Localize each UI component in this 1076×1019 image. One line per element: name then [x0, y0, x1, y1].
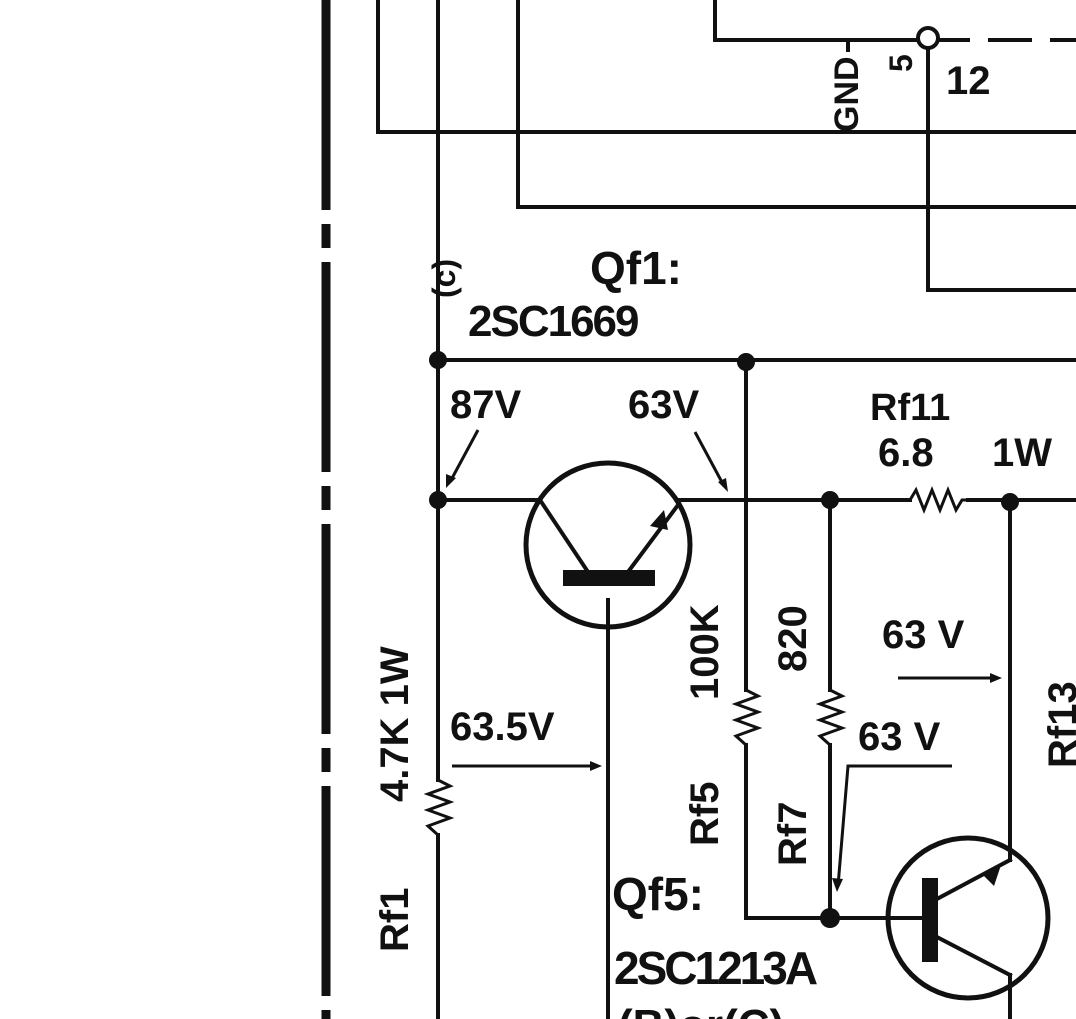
rf5-ref-label: Rf5 — [683, 782, 727, 846]
qf1-emitter-voltage: 63V — [628, 383, 699, 427]
qf5-transistor-symbol — [885, 835, 1051, 1001]
rf1-resistor-symbol — [423, 778, 455, 837]
qf5-ref-label: Qf5: — [612, 868, 704, 920]
rf11-value-label: 6.8 — [878, 431, 934, 475]
rf5-resistor-symbol — [731, 688, 763, 747]
rf1-ref-label: Rf1 — [373, 888, 417, 952]
voltage-pointer-arrows — [446, 429, 1002, 892]
rf5-value-label: 100K — [683, 604, 727, 700]
qf1-ref-label: Qf1: — [590, 242, 682, 294]
rf7-resistor-symbol — [815, 688, 847, 747]
ic-pin-gnd-number: 5 — [883, 54, 919, 72]
ic-pin-12-number: 12 — [946, 59, 991, 103]
qf5-suffix-label: (B)or(C) — [618, 1001, 784, 1019]
ic-pin-12-junction — [916, 26, 940, 50]
junction-dots — [429, 351, 1019, 928]
qf1-transistor-symbol — [523, 460, 693, 630]
rf7-ref-label: Rf7 — [771, 802, 815, 866]
rf1-value-label: 4.7K 1W — [373, 646, 417, 802]
qf1-collector-voltage: 87V — [450, 383, 521, 427]
rf11-resistor-symbol — [908, 485, 968, 515]
qf5-base-voltage: 63 V — [858, 715, 941, 759]
ic-connection-wires — [376, 0, 1076, 292]
ic-gnd-label: GND — [828, 56, 866, 132]
qf1-wiring — [436, 0, 1076, 1019]
qf5-collector-voltage: 63 V — [882, 613, 965, 657]
rf13-ref-label: Rf13 — [1041, 681, 1076, 768]
qf1-base-voltage: 63.5V — [450, 705, 555, 749]
rf7-value-label: 820 — [771, 605, 815, 672]
net-c-label: (c) — [426, 259, 462, 298]
rf11-ref-label: Rf11 — [870, 387, 950, 429]
qf5-part-label: 2SC1213A — [614, 942, 817, 994]
rf11-rating-label: 1W — [992, 431, 1052, 475]
qf1-part-label: 2SC1669 — [468, 297, 638, 346]
